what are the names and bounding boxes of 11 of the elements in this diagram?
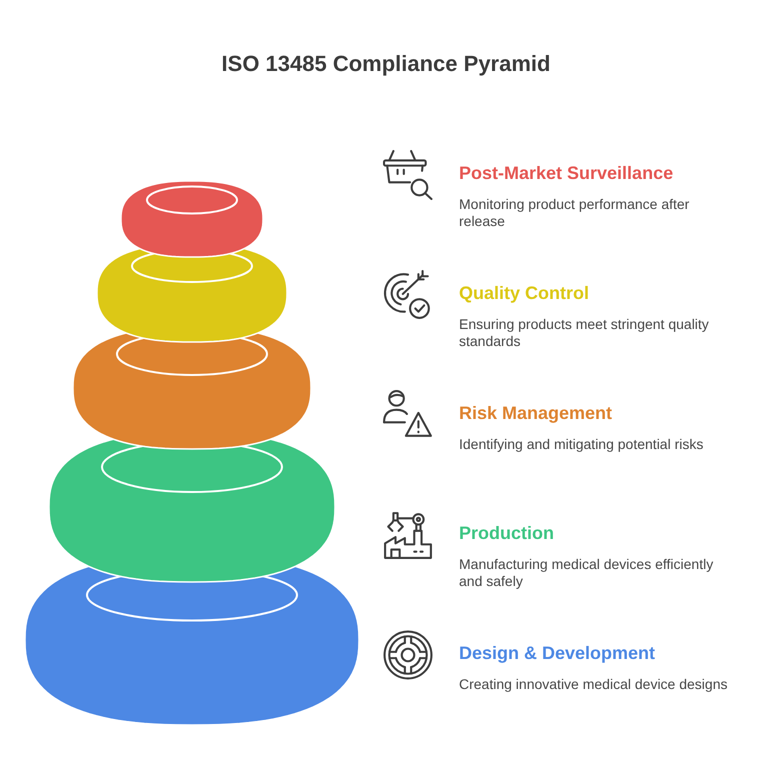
step-heading: Quality Control: [459, 282, 590, 304]
step-description: Ensuring products meet stringent quality standards: [459, 316, 710, 350]
step-description: Manufacturing medical devices efficiently and safely: [459, 556, 714, 590]
step-heading: Design & Development: [459, 642, 656, 664]
step-heading: Risk Management: [459, 402, 614, 424]
diagram-title: ISO 13485 Compliance Pyramid: [222, 50, 550, 78]
step-heading: Production: [459, 522, 555, 544]
step-heading: Post-Market Surveillance: [459, 162, 674, 184]
step-description: Creating innovative medical device designs: [459, 676, 728, 693]
step-description: Monitoring product performance after release: [459, 196, 690, 230]
step-description: Identifying and mitigating potential risks: [459, 436, 704, 453]
